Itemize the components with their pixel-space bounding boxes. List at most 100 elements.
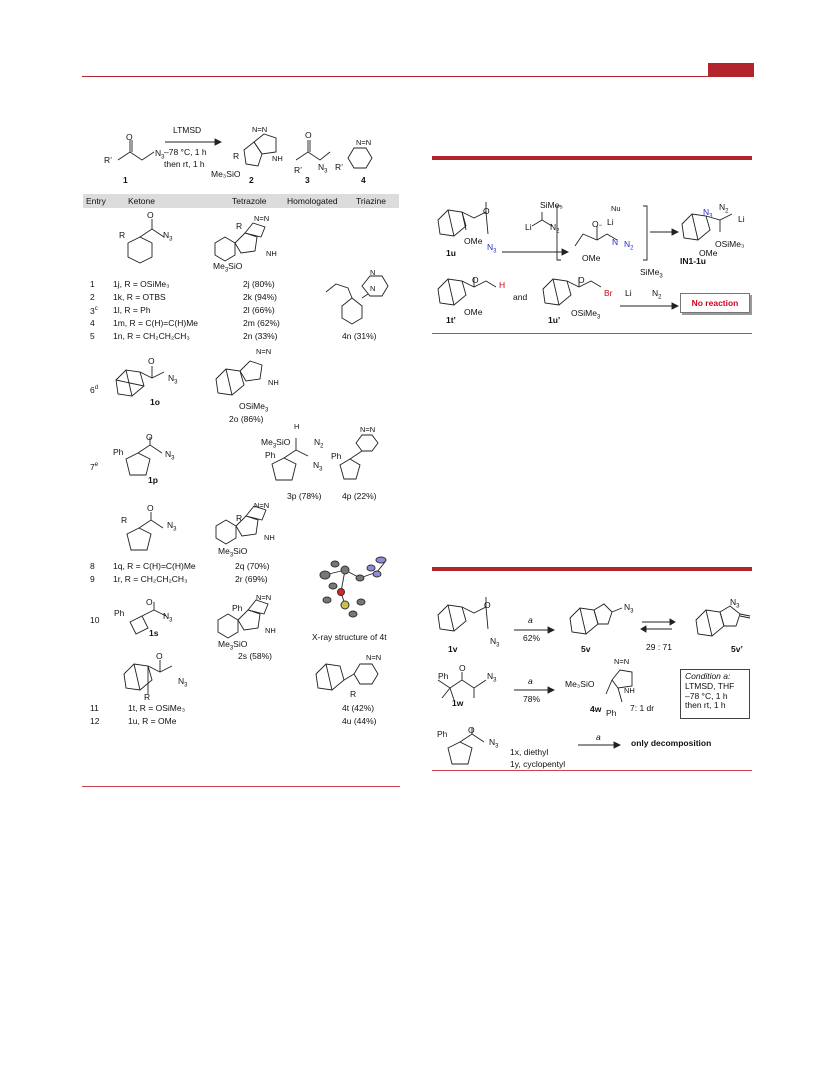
ketone-1o-structure	[115, 366, 165, 397]
label-in1-1u: IN1-1u	[680, 256, 706, 266]
triazine-4-structure	[347, 147, 373, 169]
label-1t-prime: 1t’	[446, 315, 456, 325]
condition-line-3: then rt, 1 h	[685, 700, 726, 711]
br-atom: Br	[604, 288, 613, 298]
ketone-1q-structure	[126, 512, 164, 551]
ketone-1j-structure	[127, 219, 165, 264]
tetrazole-2-structure	[243, 133, 277, 167]
osime3-in1: OSiMe₃	[715, 239, 745, 249]
only-decomposition: only decomposition	[631, 738, 712, 748]
label-4w: 4w	[590, 704, 602, 714]
header-homologated: Homologated	[287, 196, 338, 206]
label-1u-prime: 1u’	[548, 315, 561, 325]
product-5v-structure	[569, 603, 623, 635]
header-rule	[82, 76, 754, 78]
scheme3-top-bar	[432, 567, 752, 571]
row-11-entry: 11	[90, 703, 99, 713]
row-6-ketone: 1o	[150, 397, 160, 407]
triazine-4p-structure	[339, 434, 379, 480]
row-2-ketone: 1k, R = OTBS	[113, 292, 166, 302]
table-header-bar	[83, 194, 399, 208]
ketone-1u-structure	[437, 202, 489, 237]
arrow-to-intermediate	[650, 228, 680, 236]
row-4-entry: 4	[90, 318, 95, 328]
condition-temp: –78 °C, 1 h	[164, 147, 207, 157]
row-7-triazine: 4p (22%)	[342, 491, 377, 501]
tetrazole-2s-structure	[217, 599, 269, 639]
equilibrium-arrows	[640, 618, 676, 633]
reagent-ltmsd: LTMSD	[173, 125, 202, 135]
compound-3-label: 3	[305, 175, 310, 185]
row-2-tetrazole: 2k (94%)	[243, 292, 278, 302]
condition-a-box: Condition a: LTMSD, THF –78 °C, 1 h then…	[680, 669, 750, 719]
ketone-1x-1y-structure	[447, 728, 485, 765]
homologated-3p-structure	[271, 438, 309, 481]
row-8-ketone: 1q, R = C(H)=C(H)Me	[113, 561, 196, 571]
condition-line-2: –78 °C, 1 h	[685, 690, 728, 701]
chelate-complex	[556, 205, 648, 261]
label-1w: 1w	[452, 698, 464, 708]
xray-caption: X-ray structure of 4t	[312, 632, 387, 642]
compound-2-label: 2	[249, 175, 254, 185]
cond-a-1: a	[528, 615, 533, 625]
tetrazole-4w-structure	[605, 669, 633, 703]
row-10-tetrazole: 2s (58%)	[238, 651, 273, 661]
reagent-li: Li	[525, 222, 532, 232]
h-atom: H	[499, 280, 506, 290]
row-6-entry: 6d	[90, 384, 99, 395]
scheme2-top-bar	[432, 156, 752, 160]
label-1v: 1v	[448, 644, 458, 654]
row-5-entry: 5	[90, 331, 95, 341]
row-9-entry: 9	[90, 574, 95, 584]
row-2-entry: 2	[90, 292, 95, 302]
triazine-4t-structure	[315, 663, 379, 691]
arrow-1w-4w	[514, 686, 556, 694]
row-12-ketone: 1u, R = OMe	[128, 716, 177, 726]
header-triazine: Triazine	[356, 196, 386, 206]
condition-line-1: LTMSD, THF	[685, 680, 735, 691]
label-5v-prime: 5v’	[731, 644, 743, 654]
header-entry: Entry	[86, 196, 106, 206]
label-1y: 1y, cyclopentyl	[510, 759, 566, 769]
header-ketone: Ketone	[128, 196, 155, 206]
row-3-entry: 3c	[90, 305, 98, 316]
no-reaction-box: No reaction	[680, 293, 750, 313]
row-5-tetrazole: 2n (33%)	[243, 331, 278, 341]
cond-a-3: a	[596, 732, 601, 742]
ketone-1u-prime-structure	[542, 277, 602, 306]
row-5-triazine: 4n (31%)	[342, 331, 377, 341]
row-9-ketone: 1r, R = CH₂CH₂CH₃	[113, 574, 188, 584]
r-prime: R’	[104, 155, 113, 165]
triazine-4n-structure	[325, 275, 389, 325]
row-1-entry: 1	[90, 279, 95, 289]
compound-4-label: 4	[361, 175, 366, 185]
row-11-ketone: 1t, R = OSiMe₃	[128, 703, 186, 713]
azide-n: N	[155, 148, 162, 158]
intermediate-structure	[681, 213, 733, 241]
row-7-ketone: 1p	[148, 475, 158, 485]
dr-text: 7: 1 dr	[630, 703, 655, 713]
row-8-tetrazole: 2q (70%)	[235, 561, 270, 571]
row-3-ketone: 1l, R = Ph	[113, 305, 151, 315]
row-10-ketone: 1s	[149, 628, 159, 638]
row-7-homologated: 3p (78%)	[287, 491, 322, 501]
condition-rt: then rt, 1 h	[164, 159, 205, 169]
label-1u: 1u	[446, 248, 456, 258]
cond-a-2: a	[528, 676, 533, 686]
ketone-1t-prime-structure	[437, 277, 497, 306]
arrow-no-reaction	[620, 302, 680, 310]
and-text: and	[513, 292, 528, 302]
arrow-1v-5v	[514, 626, 556, 634]
ome-1u: OMe	[464, 236, 483, 246]
ketone-1w-structure	[437, 672, 487, 701]
compound-1-label: 1	[123, 175, 128, 185]
row-6-tetrazole: 2o (86%)	[229, 414, 264, 424]
reaction-arrow	[165, 138, 223, 146]
row-4-tetrazole: 2m (62%)	[243, 318, 280, 328]
table-bottom-rule	[82, 786, 400, 787]
row-1-tetrazole: 2j (80%)	[243, 279, 275, 289]
row-7-entry: 7e	[90, 461, 99, 472]
ketone-1-structure	[117, 140, 155, 161]
scheme2-bottom-rule	[432, 333, 752, 334]
homologated-3-structure	[295, 140, 331, 161]
